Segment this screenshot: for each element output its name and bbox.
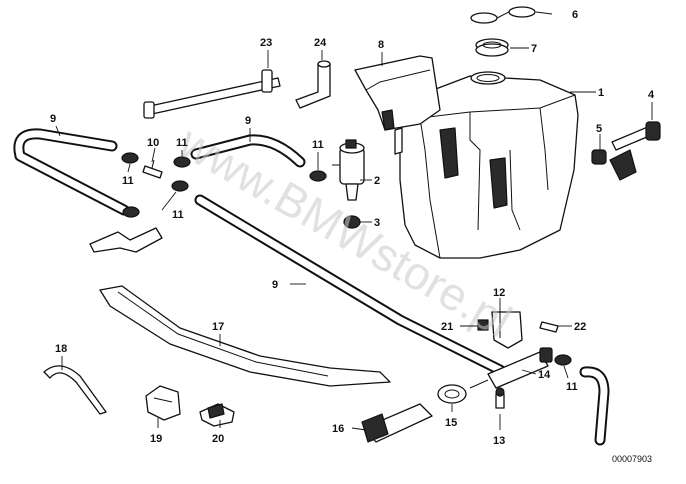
callout-4: 4 xyxy=(648,89,655,101)
callout-11b: 11 xyxy=(176,137,188,149)
elbow-connector xyxy=(295,60,331,109)
callout-21: 21 xyxy=(441,321,453,333)
spray-nozzle xyxy=(89,227,163,253)
rigid-pipe xyxy=(143,69,281,119)
callout-11a: 11 xyxy=(122,175,134,187)
leader-lines xyxy=(55,11,653,431)
callout-9c: 9 xyxy=(272,279,278,291)
callout-24: 24 xyxy=(314,37,327,49)
sensor-grommet xyxy=(591,149,607,165)
callout-1: 1 xyxy=(598,87,604,99)
reservoir-cover xyxy=(354,55,441,131)
support-rail xyxy=(99,285,391,387)
callout-11e: 11 xyxy=(566,381,578,393)
callout-3: 3 xyxy=(374,217,380,229)
drawing-number: 00007903 xyxy=(612,454,652,464)
callout-20: 20 xyxy=(212,433,224,445)
washer-pump xyxy=(332,139,365,201)
callout-16: 16 xyxy=(332,423,344,435)
callout-14: 14 xyxy=(538,369,551,381)
grommet-16 xyxy=(361,403,433,443)
callout-8: 8 xyxy=(378,39,384,51)
callout-12: 12 xyxy=(493,287,505,299)
pump-holder xyxy=(437,384,467,404)
hose-left xyxy=(13,128,130,216)
hose-clamp xyxy=(121,152,572,366)
cap-seal-rings xyxy=(470,6,536,24)
callout-11d: 11 xyxy=(312,139,324,151)
level-sensor xyxy=(609,121,661,181)
callout-17: 17 xyxy=(212,321,224,333)
clip-19 xyxy=(145,385,181,421)
callout-11c: 11 xyxy=(172,209,184,221)
callout-9b: 9 xyxy=(245,115,251,127)
cable-strap xyxy=(43,365,107,415)
callout-22: 22 xyxy=(574,321,586,333)
nut-21 xyxy=(477,319,489,331)
washer-reservoir xyxy=(394,71,579,259)
screw-22 xyxy=(539,321,559,333)
callout-19: 19 xyxy=(150,433,162,445)
callout-labels: 1 2 3 4 5 6 7 8 9 9 9 10 11 11 11 11 11 … xyxy=(50,9,655,447)
callout-6: 6 xyxy=(572,9,578,21)
callout-15: 15 xyxy=(445,417,457,429)
mounting-bracket xyxy=(491,311,523,349)
rear-pump xyxy=(469,347,553,389)
callout-23: 23 xyxy=(260,37,272,49)
t-connector xyxy=(142,159,163,179)
callout-9a: 9 xyxy=(50,113,56,125)
callout-5: 5 xyxy=(596,123,602,135)
filler-cap xyxy=(475,38,509,57)
bolt-13 xyxy=(495,387,505,409)
callout-7: 7 xyxy=(531,43,537,55)
hose-long xyxy=(194,194,610,446)
callout-18: 18 xyxy=(55,343,67,355)
callout-2: 2 xyxy=(374,175,380,187)
callout-10: 10 xyxy=(147,137,159,149)
callout-13: 13 xyxy=(493,435,505,447)
clip-20 xyxy=(199,403,235,427)
